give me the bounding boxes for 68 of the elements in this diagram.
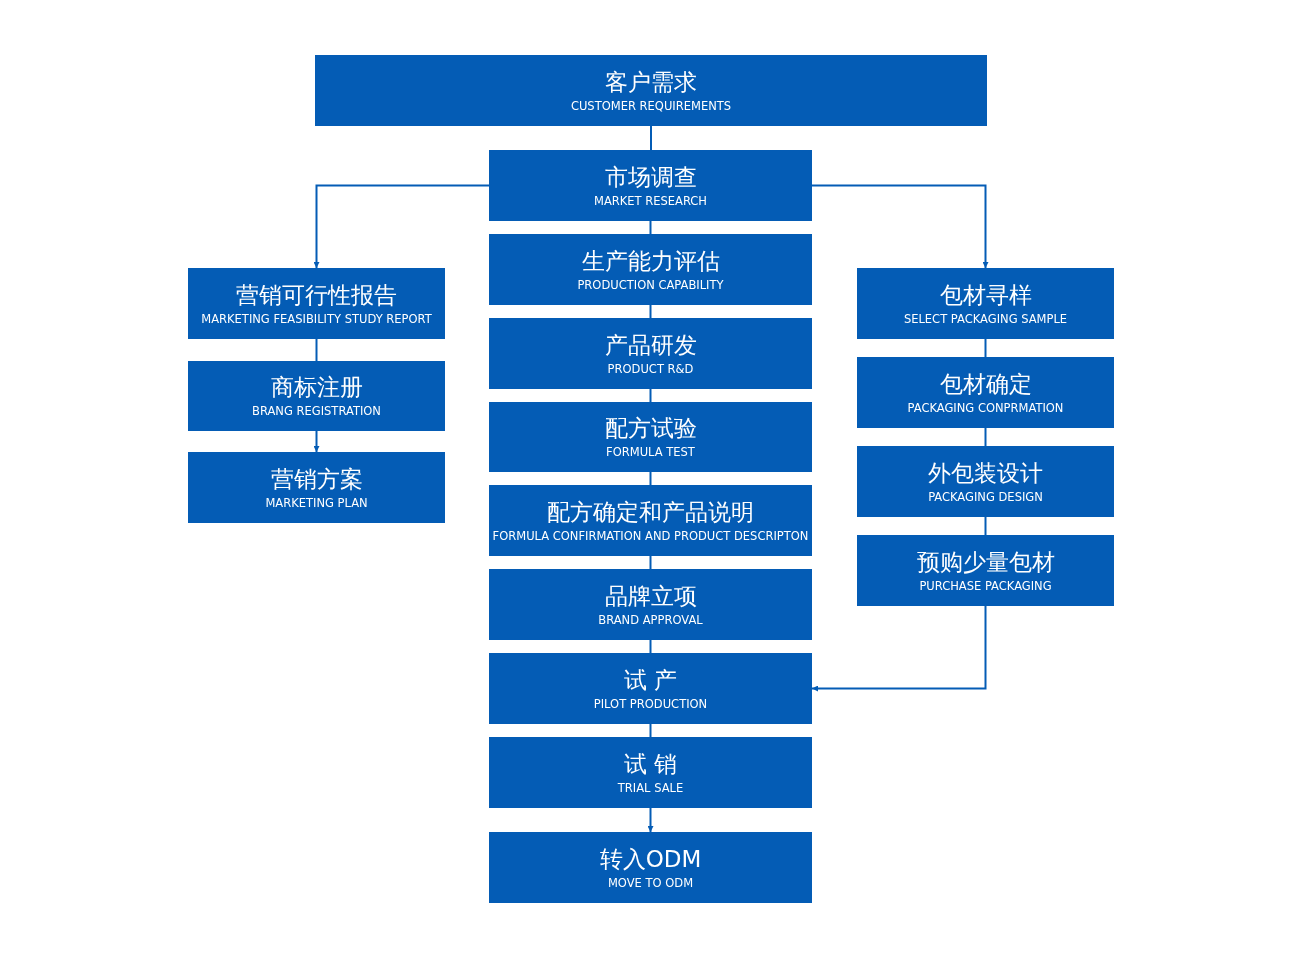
- step-subtitle: SELECT PACKAGING SAMPLE: [903, 310, 1068, 327]
- step-title: 生产能力评估: [581, 246, 720, 275]
- step-title: 试 销: [623, 749, 678, 778]
- step-title: 商标注册: [270, 373, 363, 401]
- step-subtitle: TRIAL SALE: [617, 779, 684, 796]
- step-title: 预购少量包材: [916, 547, 1055, 576]
- process-box: [489, 832, 812, 903]
- step-title: 营销方案: [270, 464, 363, 493]
- connector-line: [649, 555, 652, 570]
- step-subtitle: MARKETING FEASIBILITY STUDY REPORT: [201, 310, 432, 327]
- connector-line: [984, 516, 987, 536]
- connector-line: [649, 388, 652, 403]
- step-subtitle: PURCHASE PACKAGING: [919, 577, 1052, 594]
- connector-line: [649, 220, 652, 235]
- process-box: [489, 485, 812, 556]
- step-title: 营销可行性报告: [236, 280, 397, 309]
- step-title: 配方试验: [604, 414, 697, 442]
- step-subtitle: PILOT PRODUCTION: [593, 695, 708, 712]
- step-subtitle: BRANG REGISTRATION: [252, 403, 381, 419]
- connector-line: [649, 723, 652, 738]
- step-subtitle: FORMULA CONFIRMATION AND PRODUCT DESCRIPTON: [492, 527, 809, 544]
- process-box: [857, 268, 1114, 339]
- process-box: [857, 357, 1114, 428]
- step-subtitle: MOVE TO ODM: [607, 874, 694, 891]
- step-title: 转入ODM: [599, 844, 702, 873]
- process-box: [489, 150, 812, 221]
- connector-line: [650, 125, 652, 151]
- connector-line: [984, 427, 987, 447]
- step-subtitle: PACKAGING DESIGN: [928, 488, 1043, 505]
- step-title: 客户需求: [605, 67, 697, 96]
- process-box: [489, 318, 812, 389]
- connector-line: [984, 338, 987, 358]
- step-subtitle: PRODUCT R&D: [607, 360, 694, 377]
- process-box: [315, 55, 987, 126]
- step-title: 试 产: [623, 665, 678, 694]
- connector-line: [315, 338, 318, 362]
- step-subtitle: PRODUCTION CAPABILITY: [577, 276, 724, 293]
- process-box: [489, 569, 812, 640]
- process-box: [489, 737, 812, 808]
- step-subtitle: CUSTOMER REQUIREMENTS: [570, 97, 732, 114]
- step-title: 市场调查: [604, 162, 697, 191]
- step-title: 包材寻样: [939, 280, 1032, 309]
- process-box: [188, 361, 445, 431]
- process-box: [857, 535, 1114, 606]
- process-box: [857, 446, 1114, 517]
- step-title: 品牌立项: [604, 581, 697, 610]
- step-title: 外包装设计: [928, 458, 1043, 487]
- connector-line: [649, 304, 652, 319]
- connector-line: [649, 471, 652, 486]
- arrow: [313, 184, 490, 269]
- step-subtitle: MARKETING PLAN: [265, 494, 368, 511]
- arrow: [647, 807, 654, 833]
- process-box: [188, 452, 445, 523]
- step-subtitle: FORMULA TEST: [606, 444, 695, 460]
- process-box: [489, 402, 812, 472]
- step-subtitle: MARKET RESEARCH: [593, 192, 708, 209]
- step-subtitle: BRAND APPROVAL: [598, 611, 703, 628]
- arrow: [811, 184, 989, 269]
- step-title: 包材确定: [939, 369, 1032, 398]
- process-box: [188, 268, 445, 339]
- step-subtitle: PACKAGING CONPRMATION: [907, 399, 1064, 416]
- step-title: 配方确定和产品说明: [547, 497, 754, 526]
- connector-line: [649, 639, 652, 654]
- arrow: [313, 430, 320, 453]
- process-box: [489, 653, 812, 724]
- arrow: [811, 605, 987, 692]
- process-box: [489, 234, 812, 305]
- step-title: 产品研发: [604, 330, 697, 359]
